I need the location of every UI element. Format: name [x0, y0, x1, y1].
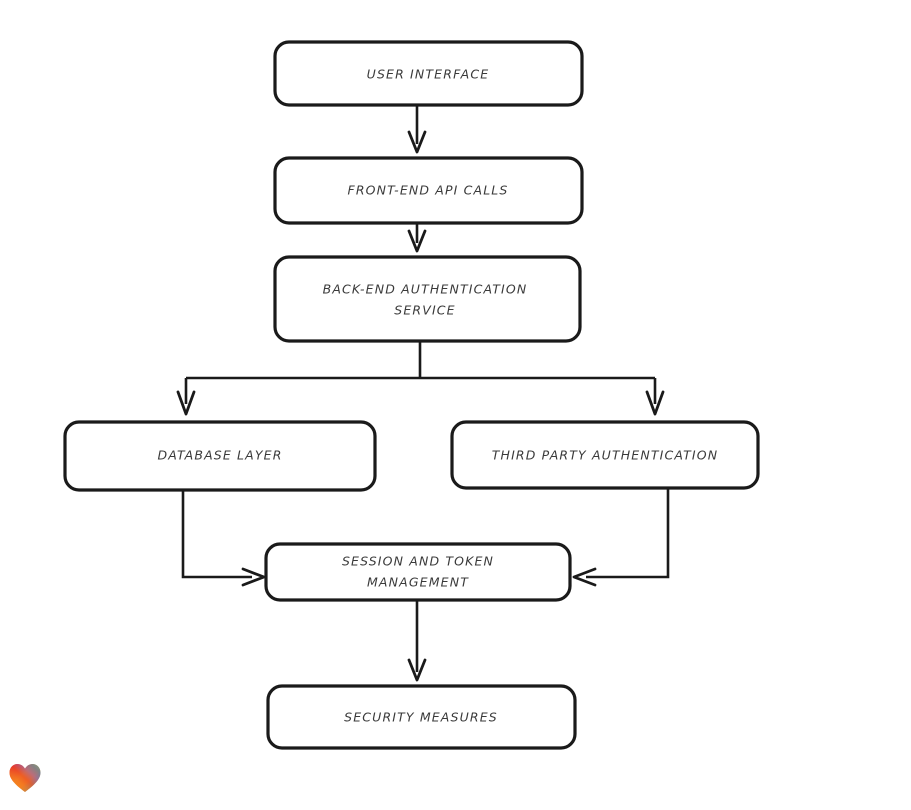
edge-line	[586, 488, 670, 579]
arrowhead-right	[241, 567, 266, 587]
node-shape[interactable]	[273, 156, 584, 225]
node-user-interface[interactable]: USER INTERFACE	[273, 40, 584, 107]
node-label-line2: SERVICE	[394, 303, 455, 318]
heart-icon	[9, 764, 41, 792]
node-third-party-authentication[interactable]: THIRD PARTY AUTHENTICATION	[450, 420, 760, 490]
node-shape[interactable]	[450, 420, 760, 490]
arrowhead-down	[645, 390, 665, 416]
node-label: SECURITY MEASURES	[344, 710, 498, 725]
arrowhead-down	[407, 229, 427, 253]
edge-backend-to-thirdparty	[645, 378, 665, 416]
node-label-line1: BACK-END AUTHENTICATION	[323, 282, 528, 297]
node-shape[interactable]	[273, 255, 582, 343]
node-front-end-api-calls[interactable]: FRONT-END API CALLS	[273, 156, 584, 225]
node-shape[interactable]	[273, 40, 584, 107]
edge-backend-to-database	[176, 378, 196, 416]
arrowhead-down	[176, 390, 196, 416]
node-database-layer[interactable]: DATABASE LAYER	[63, 420, 377, 492]
edge-api-to-backend	[407, 223, 427, 253]
edge-thirdparty-to-session	[572, 488, 670, 587]
edge-session-to-security	[407, 600, 427, 682]
edge-database-to-session	[181, 490, 266, 587]
node-shape[interactable]	[266, 684, 577, 750]
node-label: DATABASE LAYER	[157, 448, 282, 463]
node-label: USER INTERFACE	[367, 67, 490, 82]
node-label-line2: MANAGEMENT	[367, 575, 469, 590]
node-session-and-token-management[interactable]: SESSION AND TOKEN MANAGEMENT	[264, 542, 572, 602]
edge-backend-split	[186, 341, 655, 380]
arrowhead-down	[407, 658, 427, 682]
node-label: FRONT-END API CALLS	[347, 183, 508, 198]
edge-line	[181, 490, 252, 579]
edge-ui-to-api	[407, 105, 427, 154]
arrowhead-left	[572, 567, 597, 587]
node-shape[interactable]	[264, 542, 572, 602]
node-shape[interactable]	[63, 420, 377, 492]
heart-gradient-overlay	[9, 764, 41, 792]
node-label-line1: SESSION AND TOKEN	[342, 554, 494, 569]
node-security-measures[interactable]: SECURITY MEASURES	[266, 684, 577, 750]
arrowhead-down	[407, 130, 427, 154]
node-label: THIRD PARTY AUTHENTICATION	[492, 448, 719, 463]
node-back-end-authentication-service[interactable]: BACK-END AUTHENTICATION SERVICE	[273, 255, 582, 343]
